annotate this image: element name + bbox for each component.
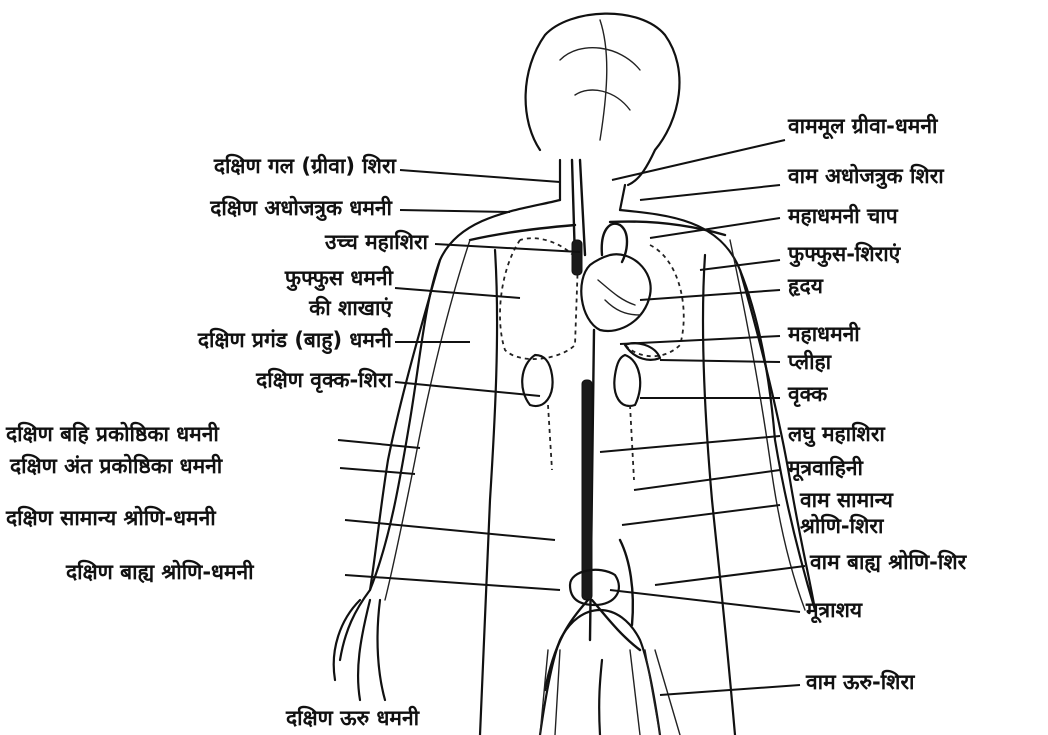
- bladder: [570, 570, 619, 605]
- label-pulmonary-veins: फुफ्फुस-शिराएं: [788, 244, 900, 265]
- label-right-external-iliac-artery: दक्षिण बाह्य श्रोणि-धमनी: [66, 562, 254, 583]
- label-right-brachial-artery: दक्षिण प्रगंड (बाहु) धमनी: [198, 330, 392, 351]
- label-right-femoral-artery: दक्षिण ऊरु धमनी: [286, 708, 419, 729]
- label-right-radial-artery: दक्षिण बहि प्रकोष्ठिका धमनी: [6, 424, 219, 445]
- right-leaders: [600, 140, 805, 695]
- label-left-femoral-vein: वाम ऊरु-शिरा: [806, 672, 915, 693]
- label-right-subclavian-artery: दक्षिण अधोजत्रुक धमनी: [210, 198, 392, 219]
- label-kidney: वृक्क: [788, 384, 827, 405]
- label-right-jugular-vein: दक्षिण गल (ग्रीवा) शिरा: [214, 156, 396, 177]
- label-right-ulnar-artery: दक्षिण अंत प्रकोष्ठिका धमनी: [10, 456, 222, 477]
- label-left-carotid-artery: वाममूल ग्रीवा-धमनी: [788, 116, 937, 137]
- inferior-vena-cava: [582, 380, 592, 600]
- left-lung: [625, 245, 684, 356]
- label-right-common-iliac-artery: दक्षिण सामान्य श्रोणि-धमनी: [6, 508, 216, 529]
- label-left-external-iliac-vein: वाम बाह्य श्रोणि-शिर: [810, 552, 966, 573]
- label-spleen: प्लीहा: [788, 352, 831, 373]
- label-left-subclavian-vein: वाम अधोजत्रुक शिरा: [788, 166, 944, 187]
- label-pulmonary-artery: फुफ्फुस धमनी: [285, 268, 393, 289]
- label-bladder: मूत्राशय: [806, 600, 862, 621]
- label-right-renal-vein: दक्षिण वृक्क-शिरा: [256, 370, 392, 391]
- right-kidney: [522, 355, 552, 406]
- label-left-common-iliac: वाम सामान्य: [800, 490, 893, 511]
- head-outline: [526, 14, 680, 185]
- label-aorta: महाधमनी: [788, 324, 860, 345]
- heart: [581, 254, 650, 331]
- left-kidney: [614, 355, 640, 406]
- label-inferior-vena-cava: लघु महाशिरा: [788, 424, 885, 445]
- label-heart: हृदय: [788, 276, 823, 297]
- label-left-common-iliac-vein: श्रोणि-शिरा: [800, 516, 883, 537]
- label-ureter: मूत्रवाहिनी: [788, 458, 863, 479]
- label-pulmonary-branches: की शाखाएं: [309, 298, 392, 319]
- label-aortic-arch: महाधमनी चाप: [788, 206, 898, 227]
- right-lung: [500, 238, 578, 359]
- label-superior-vena-cava: उच्च महाशिरा: [325, 232, 428, 253]
